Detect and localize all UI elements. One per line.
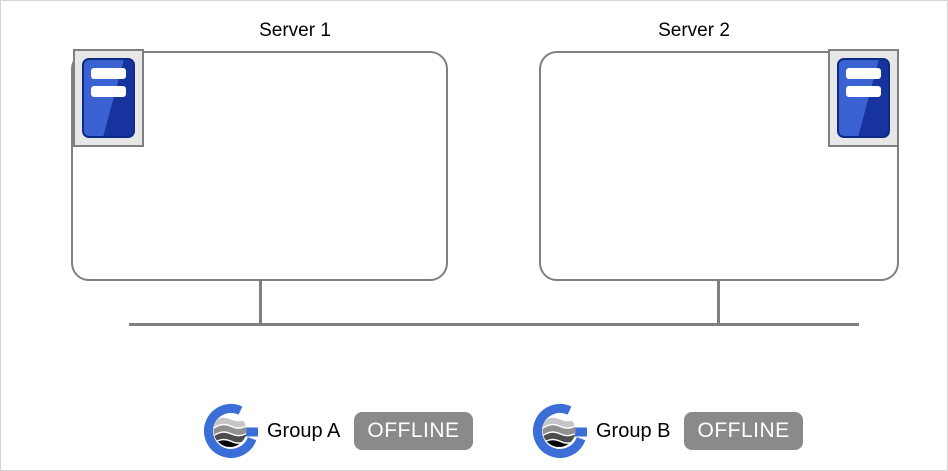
tower-slot-bar — [846, 68, 881, 79]
group-a-status-badge[interactable]: OFFLINE — [354, 412, 473, 450]
tower-slot-bar — [91, 68, 126, 79]
group-globe-g-icon — [532, 404, 587, 458]
tower-slot-bar — [846, 86, 881, 97]
group-a-label: Group A — [267, 419, 341, 442]
group-globe-g-icon — [203, 404, 258, 458]
group-b-status-badge[interactable]: OFFLINE — [684, 412, 803, 450]
tower-slot-bar — [91, 86, 126, 97]
server-tower-icon — [837, 58, 890, 138]
group-a-row[interactable]: Group A OFFLINE — [203, 402, 473, 460]
server1-connector-line — [259, 280, 262, 326]
server2-tower-icon[interactable] — [828, 49, 899, 147]
group-b-row[interactable]: Group B OFFLINE — [532, 402, 803, 460]
group-b-label: Group B — [596, 419, 671, 442]
server2-title: Server 2 — [658, 20, 730, 41]
server2-connector-line — [717, 280, 720, 326]
network-bus-line — [129, 323, 859, 326]
server1-tower-icon[interactable] — [73, 49, 144, 147]
server1-title: Server 1 — [259, 20, 331, 41]
server-tower-icon — [82, 58, 135, 138]
